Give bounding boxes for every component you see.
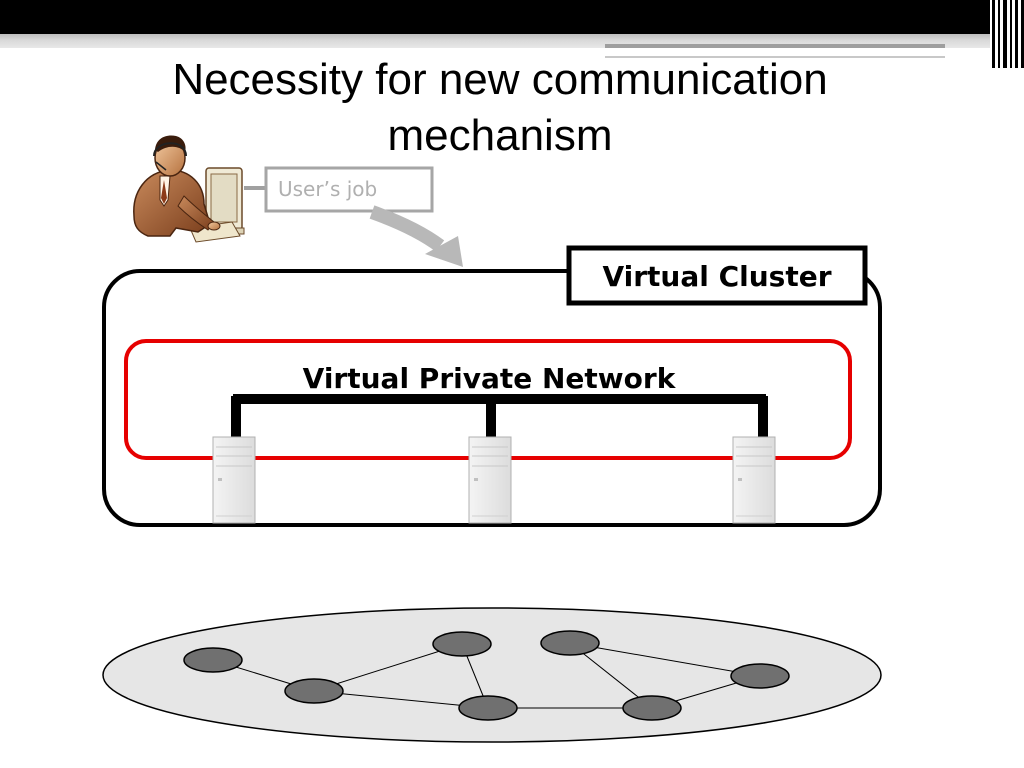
vpn-bus [231, 394, 768, 438]
user-job-box: User’s job [264, 166, 434, 213]
network-node [540, 630, 600, 656]
network-nodes [183, 630, 790, 721]
title-line-1: Necessity for new communication [172, 55, 828, 104]
network-node [284, 678, 344, 704]
vpn-label: Virtual Private Network [303, 362, 677, 395]
corner-decoration [990, 0, 1024, 68]
user-at-computer-icon [133, 135, 245, 243]
top-stripe-line [605, 56, 945, 58]
title-line-2: mechanism [387, 111, 613, 160]
network-node [432, 631, 492, 657]
server-tower-icon [468, 436, 512, 524]
server-tower-icon [732, 436, 776, 524]
network-node [730, 663, 790, 689]
server-tower-icon [212, 436, 256, 524]
virtual-cluster-label: Virtual Cluster [602, 260, 831, 293]
network-node [183, 647, 243, 673]
top-stripe-accent [605, 44, 945, 48]
job-arrow [369, 205, 463, 267]
page-title: Necessity for new communication mechanis… [0, 52, 1000, 164]
virtual-cluster-label-box: Virtual Cluster [566, 245, 868, 306]
network-node [622, 695, 682, 721]
user-job-label: User’s job [278, 177, 377, 201]
top-bar [0, 0, 1024, 34]
physical-network [102, 607, 882, 743]
network-node [458, 695, 518, 721]
